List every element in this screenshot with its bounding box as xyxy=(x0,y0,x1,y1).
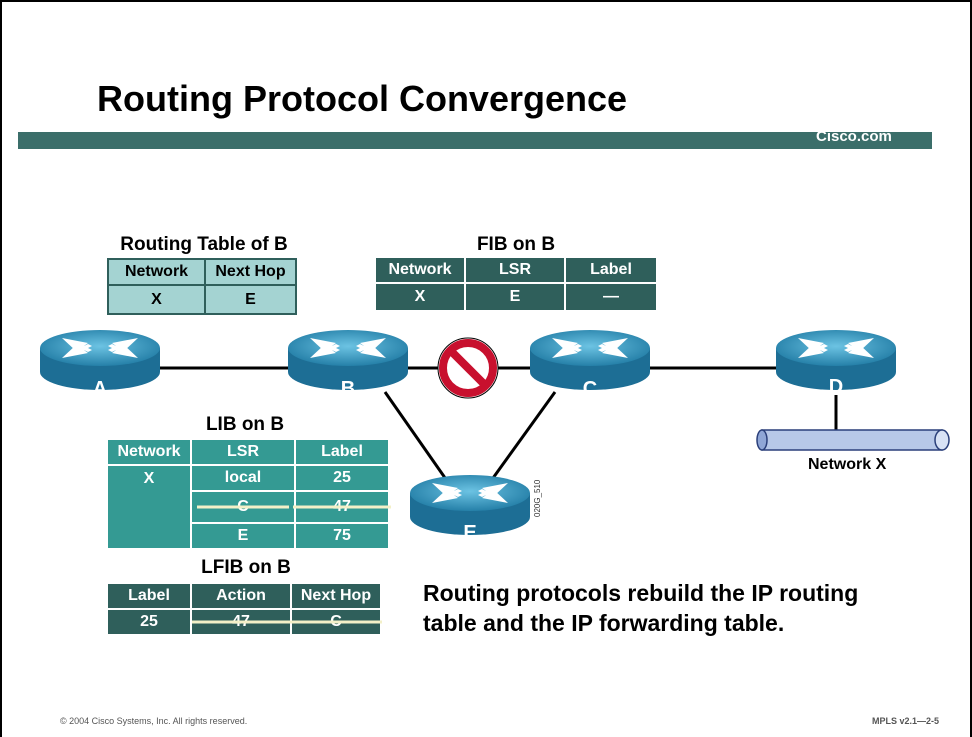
brand-label: Cisco.com xyxy=(816,128,892,145)
caption-line-1: Routing protocols rebuild the IP routing xyxy=(423,580,859,606)
network-x-label: Network X xyxy=(808,456,887,473)
slide-caption: Routing protocols rebuild the IP routing… xyxy=(423,578,858,638)
lib-network-cell: X xyxy=(106,464,192,550)
figure-code: 020G_510 xyxy=(533,479,542,517)
lib-cell-removed-text: 47 xyxy=(333,498,351,515)
fib-cell: E xyxy=(464,282,566,312)
lib-cell-removed-text: C xyxy=(237,498,249,515)
lib-caption: LIB on B xyxy=(205,414,285,435)
routing-table-cell: E xyxy=(204,284,297,315)
router-e-label: E xyxy=(463,522,477,544)
lfib-cell-removed-text: C xyxy=(330,613,342,630)
slide-title: Routing Protocol Convergence xyxy=(97,78,628,119)
fib-caption: FIB on B xyxy=(476,234,556,255)
lfib-header: Label xyxy=(106,582,192,610)
lfib-caption: LFIB on B xyxy=(201,557,291,578)
copyright-footer: © 2004 Cisco Systems, Inc. All rights re… xyxy=(60,716,248,726)
link-c-e xyxy=(486,391,557,486)
link-b-e xyxy=(383,391,452,486)
routing-table-header: Next Hop xyxy=(204,258,297,286)
lib-cell: E xyxy=(190,522,296,550)
routing-table-header: Network xyxy=(107,258,206,286)
lfib-cell-removed-text: 47 xyxy=(232,613,250,630)
lib-cell-removed: C xyxy=(190,490,296,524)
fib-cell: — xyxy=(564,282,658,312)
lib-cell-removed: 47 xyxy=(294,490,390,524)
lib-header: Network xyxy=(106,438,192,466)
lfib-cell-removed: 47 xyxy=(190,608,292,636)
lfib-header: Next Hop xyxy=(290,582,382,610)
fib-cell: X xyxy=(374,282,466,312)
fib-header: LSR xyxy=(464,256,566,284)
lib-cell: 25 xyxy=(294,464,390,492)
link-failure-icon xyxy=(437,337,499,399)
lfib-header: Action xyxy=(190,582,292,610)
network-x-cable xyxy=(756,429,950,451)
routing-table-caption: Routing Table of B xyxy=(120,234,288,255)
router-a-label: A xyxy=(92,378,108,400)
caption-line-2: table and the IP forwarding table. xyxy=(423,610,785,636)
lib-cell: local xyxy=(190,464,296,492)
router-d-label: D xyxy=(828,376,844,398)
router-c-label: C xyxy=(582,378,598,400)
fib-header: Network xyxy=(374,256,466,284)
lib-header: LSR xyxy=(190,438,296,466)
lib-cell: 75 xyxy=(294,522,390,550)
lib-header: Label xyxy=(294,438,390,466)
lfib-cell-removed: C xyxy=(290,608,382,636)
title-bar xyxy=(18,132,932,149)
fib-header: Label xyxy=(564,256,658,284)
router-b-label: B xyxy=(340,378,356,400)
routing-table-cell: X xyxy=(107,284,206,315)
course-code-footer: MPLS v2.1—2-5 xyxy=(872,716,940,726)
lfib-cell: 25 xyxy=(106,608,192,636)
